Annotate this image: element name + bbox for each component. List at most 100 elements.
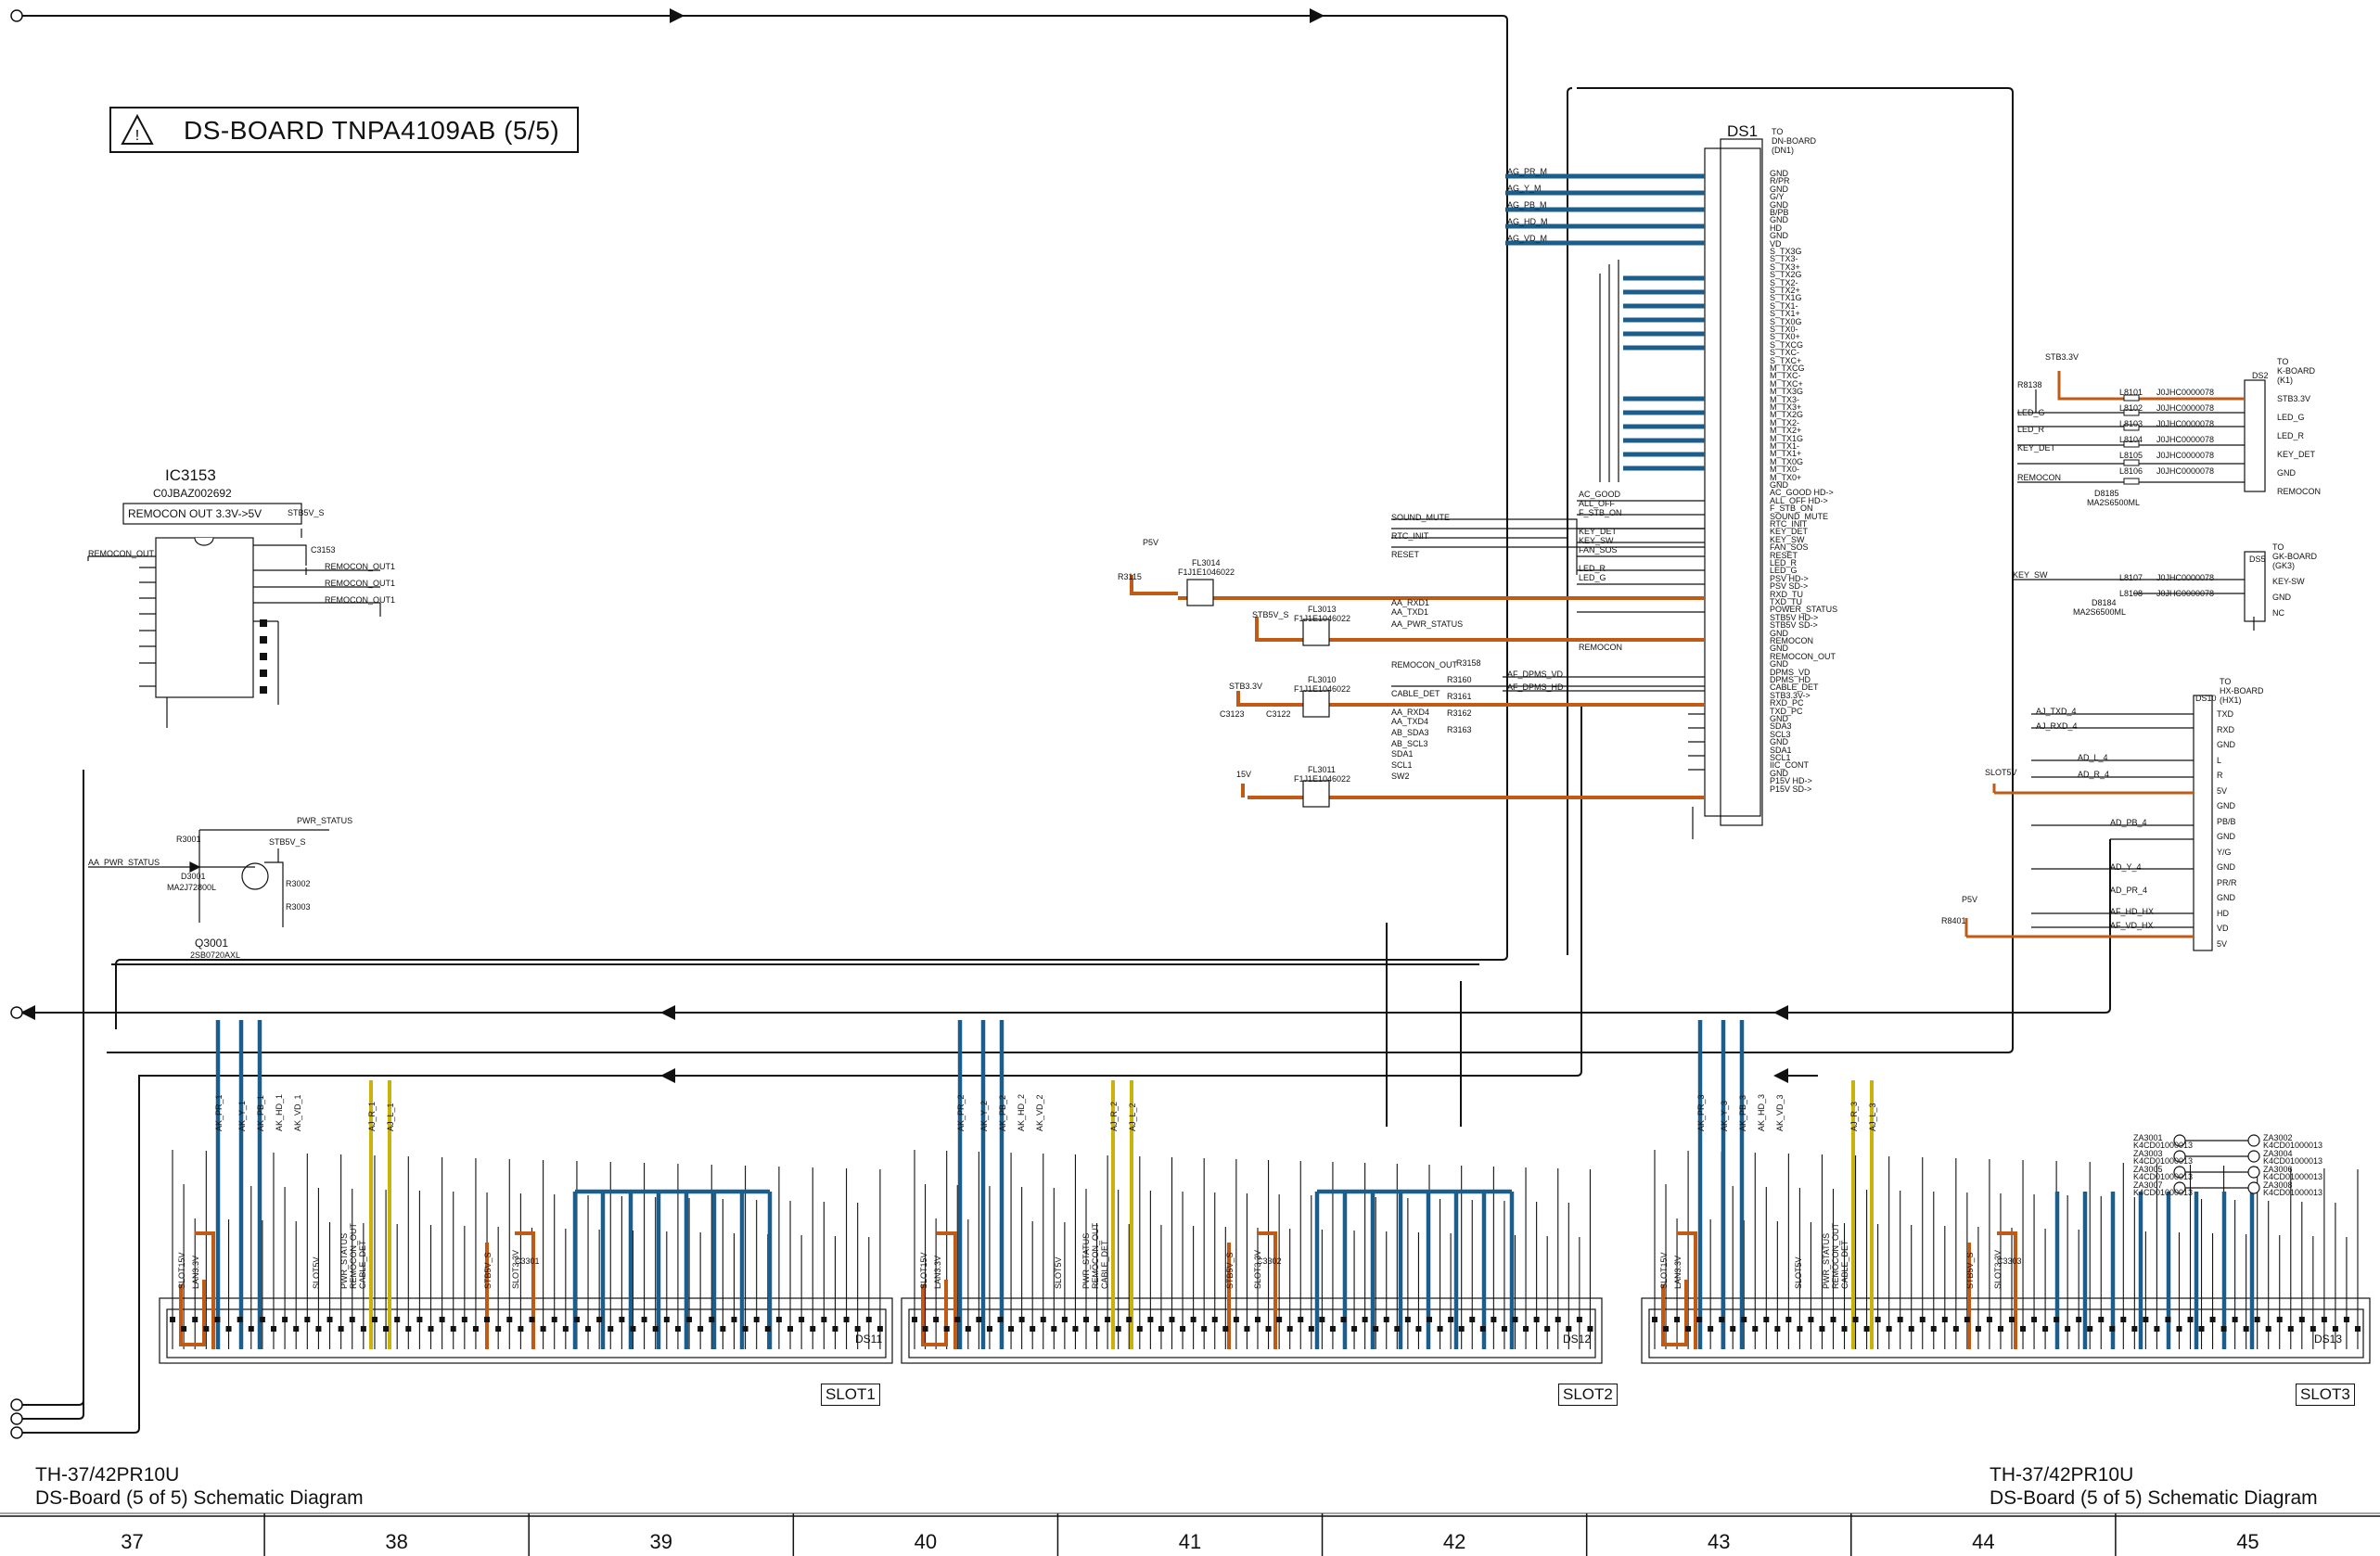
ds2-filter-ref: L8102 [2119,403,2143,413]
slot3-pin-pad [2198,1326,2205,1332]
slot1-pin-pad [787,1326,794,1332]
slot1-pin-pad [439,1317,445,1322]
ds1-pin-label: GND [1770,644,1788,654]
slot1-pin-pad [697,1326,704,1332]
slot2-pin-pad [1533,1317,1540,1322]
ic3153-ref: IC3153 [165,466,216,484]
ds1-pin-label: HD [1770,223,1782,233]
slot3-pin-pad [1908,1326,1914,1332]
slot2-pin-pad [1587,1326,1593,1332]
ds10-net-label: AD_Y_4 [2110,862,2142,872]
ds2-net-label: R8138 [2017,380,2042,389]
slot2-net-label: AJ_L_2 [1128,1103,1137,1131]
slot2-pin-pad [1362,1317,1368,1322]
ds1-pin-label: GND [1770,231,1788,241]
slot2-pin-pad [1180,1326,1186,1332]
ds2-pin-label: LED_R [2277,431,2305,440]
slot1-pin-pad [472,1326,479,1332]
slot2-pin-pad [1255,1317,1260,1322]
ds5-connector [2013,551,2266,631]
slot1-net-label: SLOT5V [312,1256,321,1289]
ds1-connector [1704,138,1763,826]
bus-arrows [20,8,1818,1083]
ground-mark-ref: ZA3003 [2133,1149,2163,1158]
ground-mark-ref: ZA3004 [2263,1149,2293,1158]
ds10-pin-label: TXD [2217,709,2233,719]
slot3-pin-pad [1997,1326,2003,1332]
ds1-pin-label: M_TX2+ [1770,426,1802,436]
ds1-pin-label: REMOCON [1770,636,1813,645]
slot3-pin-pad [2042,1326,2049,1332]
slot3-pin-pad [2020,1326,2027,1332]
slot2-pin-pad [1030,1326,1036,1332]
filter-part: F1J1E1046022 [1294,684,1351,694]
slot2-pin-pad [1169,1317,1175,1322]
ds5-pin-label: GND [2272,593,2291,602]
ds1-left-net: AA_RXD1 [1391,598,1430,607]
ds1-pin-label: DPMS_VD [1770,667,1811,677]
ds10-net-label: AF_VD_HX [2110,921,2154,930]
ds1-pin-label: IIC_CONT [1770,760,1810,771]
ruler-ticks [263,1513,2117,1556]
slot3-pin-pad [2120,1317,2127,1322]
slot1-pin-pad [709,1317,715,1322]
ds1-pin-label: S_TX2+ [1770,286,1800,295]
slot3-pin-pad [1819,1326,1825,1332]
ds10-pin-label: 5V [2217,938,2228,949]
slot3-pin-pad [1975,1326,1981,1332]
slot1-pin-pad [237,1317,243,1322]
footer-right-desc: DS-Board (5 of 5) Schematic Diagram [1990,1487,2318,1509]
ds2-filter-ref: L8103 [2119,419,2143,428]
slot1-pin-pad [686,1317,693,1322]
ds1-left-net: AF_DPMS_VD [1507,670,1564,679]
slot1-pin-pad [810,1326,816,1332]
edge-connector-1 [10,9,23,22]
ds1-pin-label: S_TX0G [1770,316,1802,326]
ds1-pin-label: RESET [1770,550,1798,560]
ds1-to: TO [1772,127,1784,136]
ds1-pin-label: M_TX0G [1770,456,1804,466]
ruler-number: 38 [385,1530,408,1553]
slot1-pin-pad [573,1317,580,1322]
slot2-pin-pad [1147,1317,1154,1322]
ds1-left-net: SDA1 [1391,749,1414,759]
slot3-net-label: SLOT5V [1794,1256,1803,1289]
slot1-pin-pad [270,1326,276,1332]
slot2-net-label: LAN3.3V [933,1255,942,1289]
slot1-net-label: REMOCON_OUT [349,1222,358,1289]
ground-mark-part: K4CD01000013 [2133,1172,2194,1181]
slot-audio-traces [369,1080,1874,1349]
slot2-net-label: PWR_STATUS [1081,1232,1091,1289]
slot-pin-lines [172,1150,2359,1349]
ds10-to-conn: (HX1) [2220,695,2242,705]
slot3-pin-pad [1719,1317,1725,1322]
ds2-pin-label: GND [2277,468,2296,478]
q3001-block [88,829,329,927]
slot2-pin-pad [1158,1326,1164,1332]
ic3153-net: REMOCON_OUT1 [325,595,396,605]
slot3-net-label: AK_PR_3 [1696,1094,1706,1131]
slot1-pin-pad [540,1326,546,1332]
slot3-power-trace [1677,1231,1697,1349]
q3001-net: MA2J72800L [167,883,217,892]
ds1-pin-label: M_TX3+ [1770,402,1802,412]
ds1-pin-label: S_TX1G [1770,293,1802,303]
ds5-to: TO [2272,542,2284,552]
ds2-filter-part: J0JHC0000078 [2156,403,2215,413]
ds1-pin-label: G/Y [1770,192,1785,202]
ground-marks [2173,1134,2260,1194]
ds1-pin-label: P15V HD-> [1770,776,1812,786]
slot3-pin-pad [1763,1317,1770,1322]
slot3-pin-pad [1875,1317,1881,1322]
slot1-ref: DS11 [855,1333,883,1346]
slot3-pin-pad [2232,1317,2238,1322]
slot2-pin-pad [1479,1326,1486,1332]
filter-ref: FL3014 [1192,558,1221,568]
filter-cap: C3123 [1220,709,1245,719]
filter-part: F1J1E1046022 [1178,568,1235,577]
ds1-signal-traces [1391,260,1705,839]
slot2-pin-pad [1415,1326,1422,1332]
slot2-pin-pad [912,1317,917,1322]
slot2-pin-pad [943,1326,950,1332]
ground-mark-ref: ZA3007 [2133,1180,2163,1190]
